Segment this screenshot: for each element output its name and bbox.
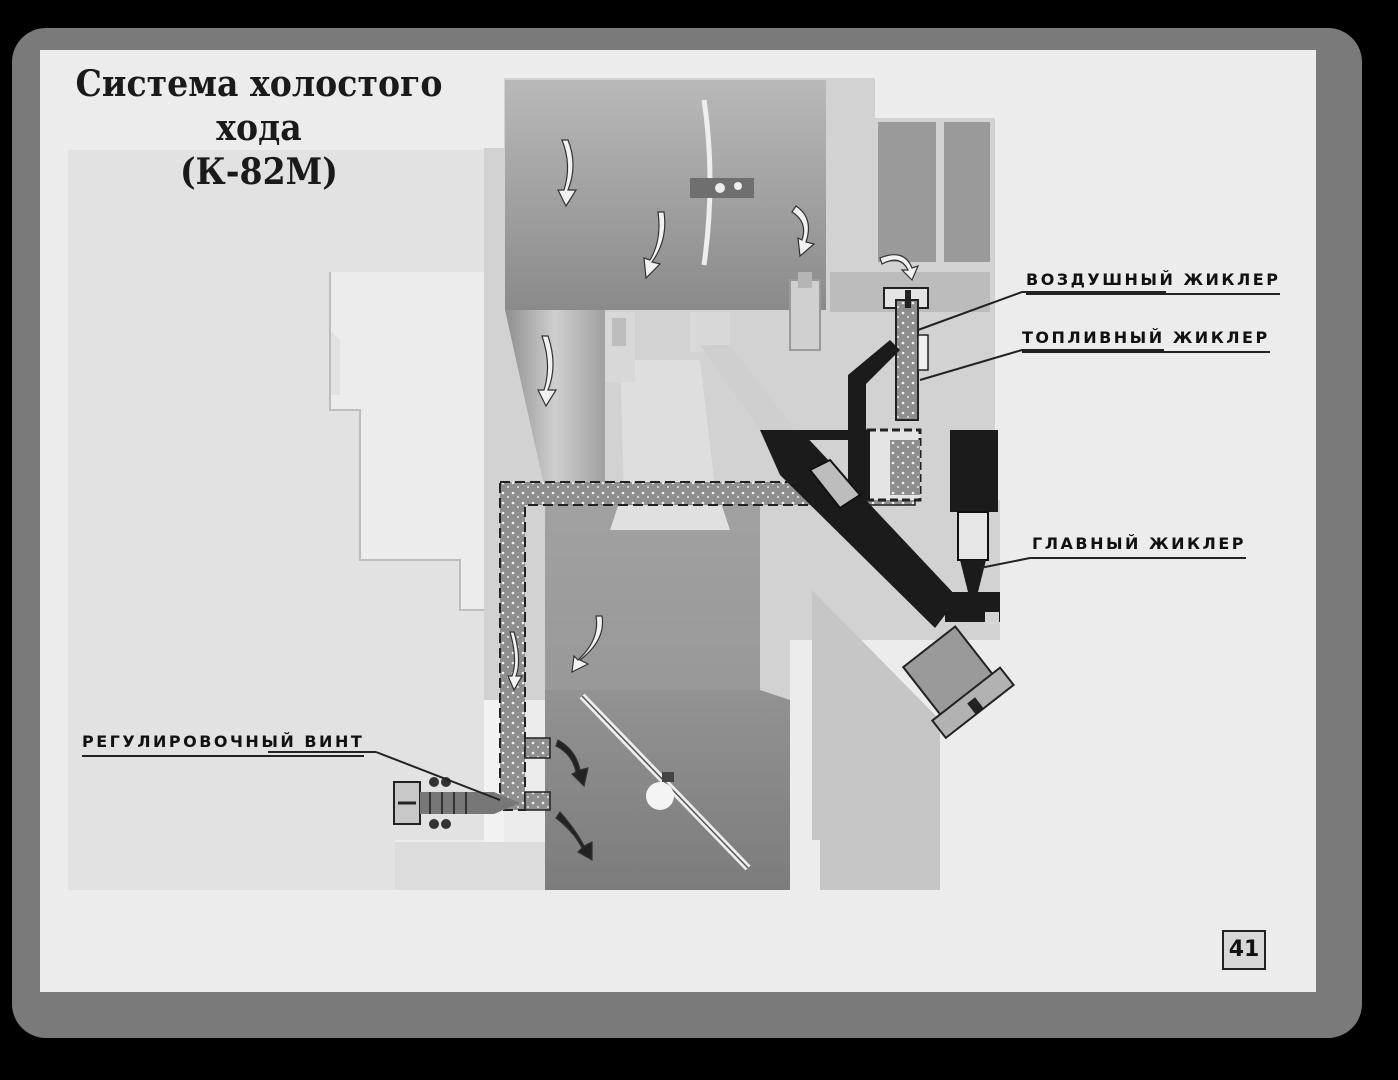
flange-body <box>68 150 484 890</box>
slide-title: Система холостого хода (К-82М) <box>52 62 466 194</box>
label-main-jet: ГЛАВНЫЙ ЖИКЛЕР <box>1032 534 1246 559</box>
title-line-2: (К-82М) <box>180 151 338 193</box>
label-fuel-jet: ТОПЛИВНЫЙ ЖИКЛЕР <box>1022 328 1270 353</box>
venturi-upper <box>505 310 605 490</box>
adjusting-screw <box>393 777 520 829</box>
label-air-jet: ВОЗДУШНЫЙ ЖИКЛЕР <box>1026 270 1281 295</box>
label-adjusting-screw: РЕГУЛИРОВОЧНЫЙ ВИНТ <box>82 732 365 757</box>
title-line-1: Система холостого хода <box>75 63 443 149</box>
air-damper <box>690 99 754 266</box>
main-jet-plug <box>901 625 1016 740</box>
throttle-valve <box>579 693 751 871</box>
fuel-channel <box>760 340 1000 628</box>
airflow-arrows <box>507 139 920 862</box>
small-diffuser <box>605 312 795 430</box>
economizer-valve <box>789 272 821 351</box>
air-intake-chamber <box>505 80 826 310</box>
jet-assembly <box>866 287 929 502</box>
page-number: 41 <box>1222 930 1266 970</box>
